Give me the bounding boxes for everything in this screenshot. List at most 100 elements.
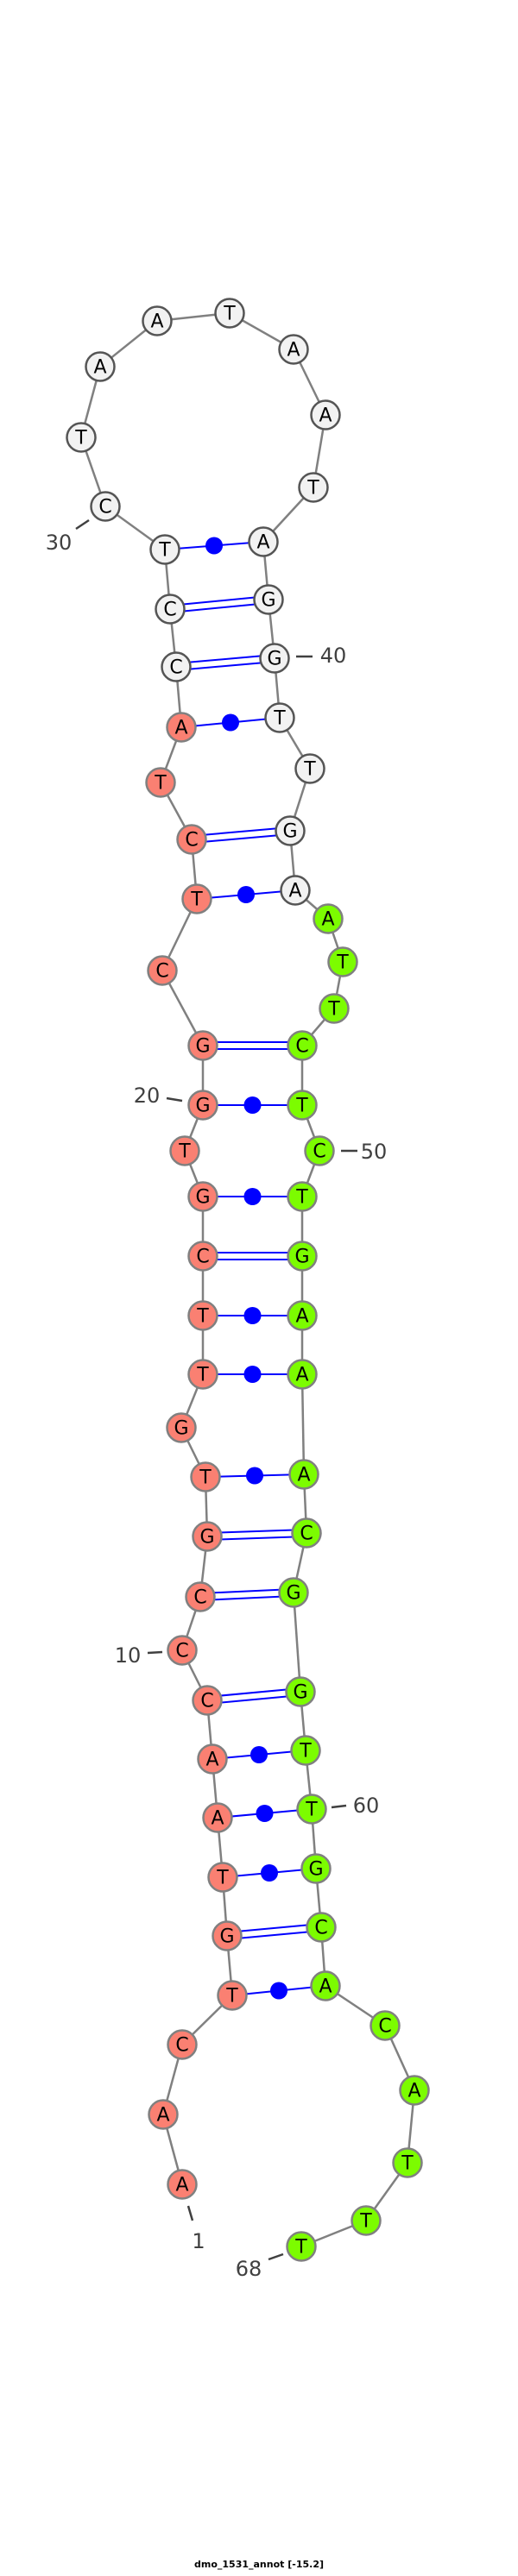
nucleotide-circle bbox=[202, 1802, 233, 1833]
pair-dot bbox=[256, 1805, 274, 1822]
nucleotide-circle bbox=[310, 1970, 341, 2001]
pair-bond-line bbox=[206, 1687, 300, 1699]
backbone-segment bbox=[300, 1373, 306, 1475]
base-pair-26-41 bbox=[180, 713, 281, 732]
nucleotide-32: A bbox=[85, 351, 116, 382]
nucleotide-37: T bbox=[298, 472, 329, 503]
nucleotide-circle bbox=[370, 2010, 401, 2041]
nucleotide-letter: T bbox=[196, 1306, 209, 1328]
base-pair-8-59 bbox=[212, 1746, 306, 1763]
nucleotide-letter: C bbox=[185, 830, 198, 851]
nucleotide-25: T bbox=[145, 767, 176, 798]
nucleotide-letter: T bbox=[199, 1467, 212, 1489]
nucleotide-17: C bbox=[187, 1241, 218, 1272]
base-pair-27-40 bbox=[175, 654, 275, 671]
nucleotide-19: T bbox=[169, 1135, 200, 1166]
nucleotide-51: T bbox=[287, 1181, 318, 1212]
pair-dot bbox=[250, 1746, 268, 1763]
nucleotide-11: C bbox=[185, 1581, 216, 1612]
nucleotide-letter: C bbox=[196, 1247, 209, 1268]
nucleotide-circle bbox=[192, 1685, 223, 1716]
nucleotide-circle bbox=[248, 526, 279, 557]
nucleotide-45: A bbox=[313, 903, 344, 934]
nucleotide-46: T bbox=[327, 946, 358, 977]
nucleotide-letter: A bbox=[205, 1750, 218, 1771]
pair-dot bbox=[243, 1366, 262, 1383]
nucleotide-letter: T bbox=[223, 304, 236, 325]
nucleotide-letter: G bbox=[294, 1247, 309, 1268]
nucleotide-52: G bbox=[287, 1241, 318, 1272]
nucleotide-22: C bbox=[147, 955, 178, 986]
nucleotide-letter: C bbox=[378, 2016, 391, 2038]
nucleotide-29: T bbox=[149, 534, 180, 565]
nucleotide-circle bbox=[187, 1030, 218, 1061]
pair-dot bbox=[246, 1467, 263, 1485]
nucleotide-circle bbox=[187, 1090, 218, 1121]
nucleotide-33: A bbox=[142, 305, 173, 336]
pair-dot bbox=[270, 1982, 287, 2000]
nucleotide-circle bbox=[217, 1980, 248, 2011]
nucleotide-13: T bbox=[190, 1461, 221, 1492]
nucleotide-60: T bbox=[296, 1794, 327, 1825]
nucleotide-circle bbox=[319, 993, 350, 1024]
nucleotide-circle bbox=[187, 1181, 218, 1212]
nucleotide-9: C bbox=[192, 1685, 223, 1716]
nucleotide-circle bbox=[310, 399, 341, 430]
nucleotide-1: A bbox=[167, 2169, 198, 2200]
nucleotide-18: G bbox=[187, 1181, 218, 1212]
nucleotide-28: C bbox=[155, 594, 186, 625]
nucleotide-circle bbox=[212, 1920, 243, 1951]
base-pair-17-52 bbox=[203, 1252, 302, 1260]
nucleotide-44: A bbox=[280, 875, 311, 906]
nucleotide-letter: T bbox=[327, 999, 340, 1021]
nucleotide-letter: G bbox=[195, 1096, 210, 1117]
nucleotide-7: A bbox=[202, 1802, 233, 1833]
nucleotide-3: C bbox=[167, 2029, 198, 2060]
nucleotide-letter: G bbox=[174, 1418, 188, 1440]
position-label: 50 bbox=[341, 1140, 387, 1164]
nucleotide-circle bbox=[298, 472, 329, 503]
nucleotide-circle bbox=[287, 1030, 318, 1061]
position-label: 30 bbox=[46, 518, 90, 555]
nucleotide-circle bbox=[327, 946, 358, 977]
nucleotide-letter: T bbox=[178, 1141, 191, 1163]
nucleotide-12: G bbox=[192, 1521, 223, 1552]
nucleotide-letter: T bbox=[336, 952, 349, 974]
base-pair-15-54 bbox=[203, 1366, 302, 1383]
position-label: 10 bbox=[115, 1643, 163, 1668]
nucleotide-circle bbox=[148, 2099, 179, 2130]
nucleotide-letter: T bbox=[295, 1187, 308, 1209]
nucleotide-circle bbox=[259, 643, 290, 674]
nucleotide-letter: A bbox=[287, 340, 300, 361]
nucleotide-10: C bbox=[167, 1635, 198, 1666]
position-number: 50 bbox=[361, 1140, 388, 1164]
nucleotide-letter: G bbox=[282, 821, 297, 843]
position-label: 60 bbox=[331, 1794, 379, 1818]
position-number: 40 bbox=[320, 644, 347, 668]
nucleotide-39: G bbox=[253, 584, 284, 615]
nucleotide-letter: T bbox=[196, 1365, 209, 1386]
nucleotide-letter: T bbox=[74, 428, 87, 449]
nucleotide-letter: A bbox=[93, 357, 106, 379]
nucleotide-54: A bbox=[287, 1359, 318, 1390]
nucleotide-circle bbox=[149, 534, 180, 565]
backbone-segment bbox=[292, 1592, 302, 1693]
nucleotide-circle bbox=[296, 1794, 327, 1825]
label-tick bbox=[331, 1804, 347, 1809]
nucleotide-circle bbox=[287, 1181, 318, 1212]
pair-bond-line bbox=[170, 601, 269, 613]
position-label: 68 bbox=[236, 2252, 284, 2281]
pair-dot bbox=[222, 713, 239, 732]
nucleotide-letter: C bbox=[175, 2035, 188, 2057]
nucleotide-circle bbox=[253, 584, 284, 615]
nucleotide-circle bbox=[90, 491, 121, 522]
nucleotide-letter: A bbox=[295, 1365, 308, 1386]
nucleotide-letter: C bbox=[314, 1918, 327, 1939]
nucleotide-circle bbox=[167, 2169, 198, 2200]
nucleotide-circle bbox=[285, 1676, 316, 1707]
nucleotide-circle bbox=[167, 1635, 198, 1666]
nucleotide-circle bbox=[287, 1241, 318, 1272]
nucleotide-letter: A bbox=[174, 718, 187, 739]
nucleotide-27: C bbox=[161, 651, 192, 682]
